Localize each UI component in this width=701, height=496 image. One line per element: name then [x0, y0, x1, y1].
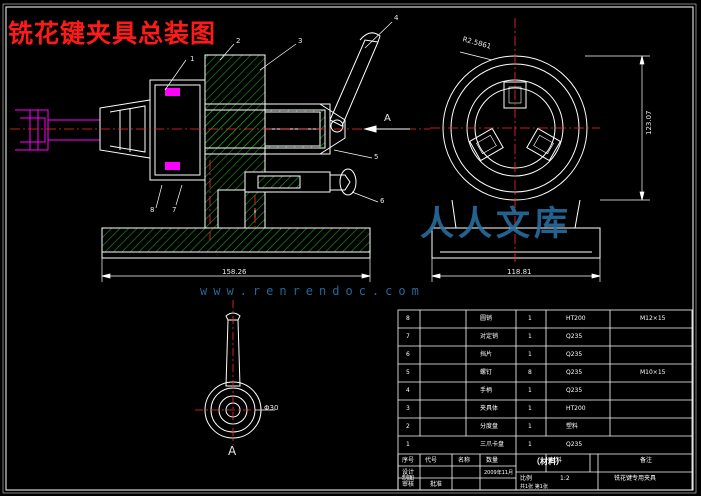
callout-7: 7: [172, 206, 177, 214]
callout-3: 3: [298, 37, 303, 45]
tb-draw: 制图: [402, 475, 415, 482]
dim-height: 123.07: [645, 110, 653, 136]
front-centerlines: [10, 128, 430, 240]
tb-scale-label: 比例: [520, 475, 533, 482]
callout-8: 8: [150, 206, 155, 214]
tb-material: （材料）: [532, 457, 564, 466]
tb-name: 铣花键专用夹具: [614, 475, 657, 482]
view-a-label: A: [228, 444, 237, 458]
drawing-title: 铣花键夹具总装图: [8, 19, 217, 48]
drawing-frame: [5, 6, 694, 491]
dim-len-right: 118.81: [507, 268, 532, 276]
watermark-brand: 人人文库: [420, 204, 572, 244]
tb-date: 2009年11月: [484, 470, 514, 476]
callout-2: 2: [236, 37, 241, 45]
leader-lines: [155, 21, 393, 209]
watermark-url: www.renrendoc.com: [200, 284, 425, 298]
tb-approve: 批准: [430, 481, 443, 488]
tb-sheet: 共1张 第1张: [520, 484, 548, 490]
dim-front-length: [101, 258, 371, 282]
callout-4: 4: [394, 14, 399, 22]
tb-scale: 1:2: [560, 475, 570, 482]
front-section-view: [15, 32, 381, 259]
bom-table: [397, 309, 693, 491]
view-arrow-a: [363, 125, 410, 133]
tb-check: 审核: [402, 481, 415, 488]
view-a-centerlines: [195, 300, 272, 445]
dim-len-left: 158.26: [222, 268, 247, 276]
section-label-a: A: [384, 113, 391, 124]
callout-6: 6: [380, 197, 385, 205]
tb-design: 设计: [402, 469, 415, 476]
callout-1: 1: [190, 55, 195, 63]
callout-5: 5: [374, 153, 379, 161]
dim-side: [431, 51, 650, 282]
side-centerlines: [430, 18, 600, 262]
dim-dia-view-a: Φ30: [264, 404, 279, 412]
